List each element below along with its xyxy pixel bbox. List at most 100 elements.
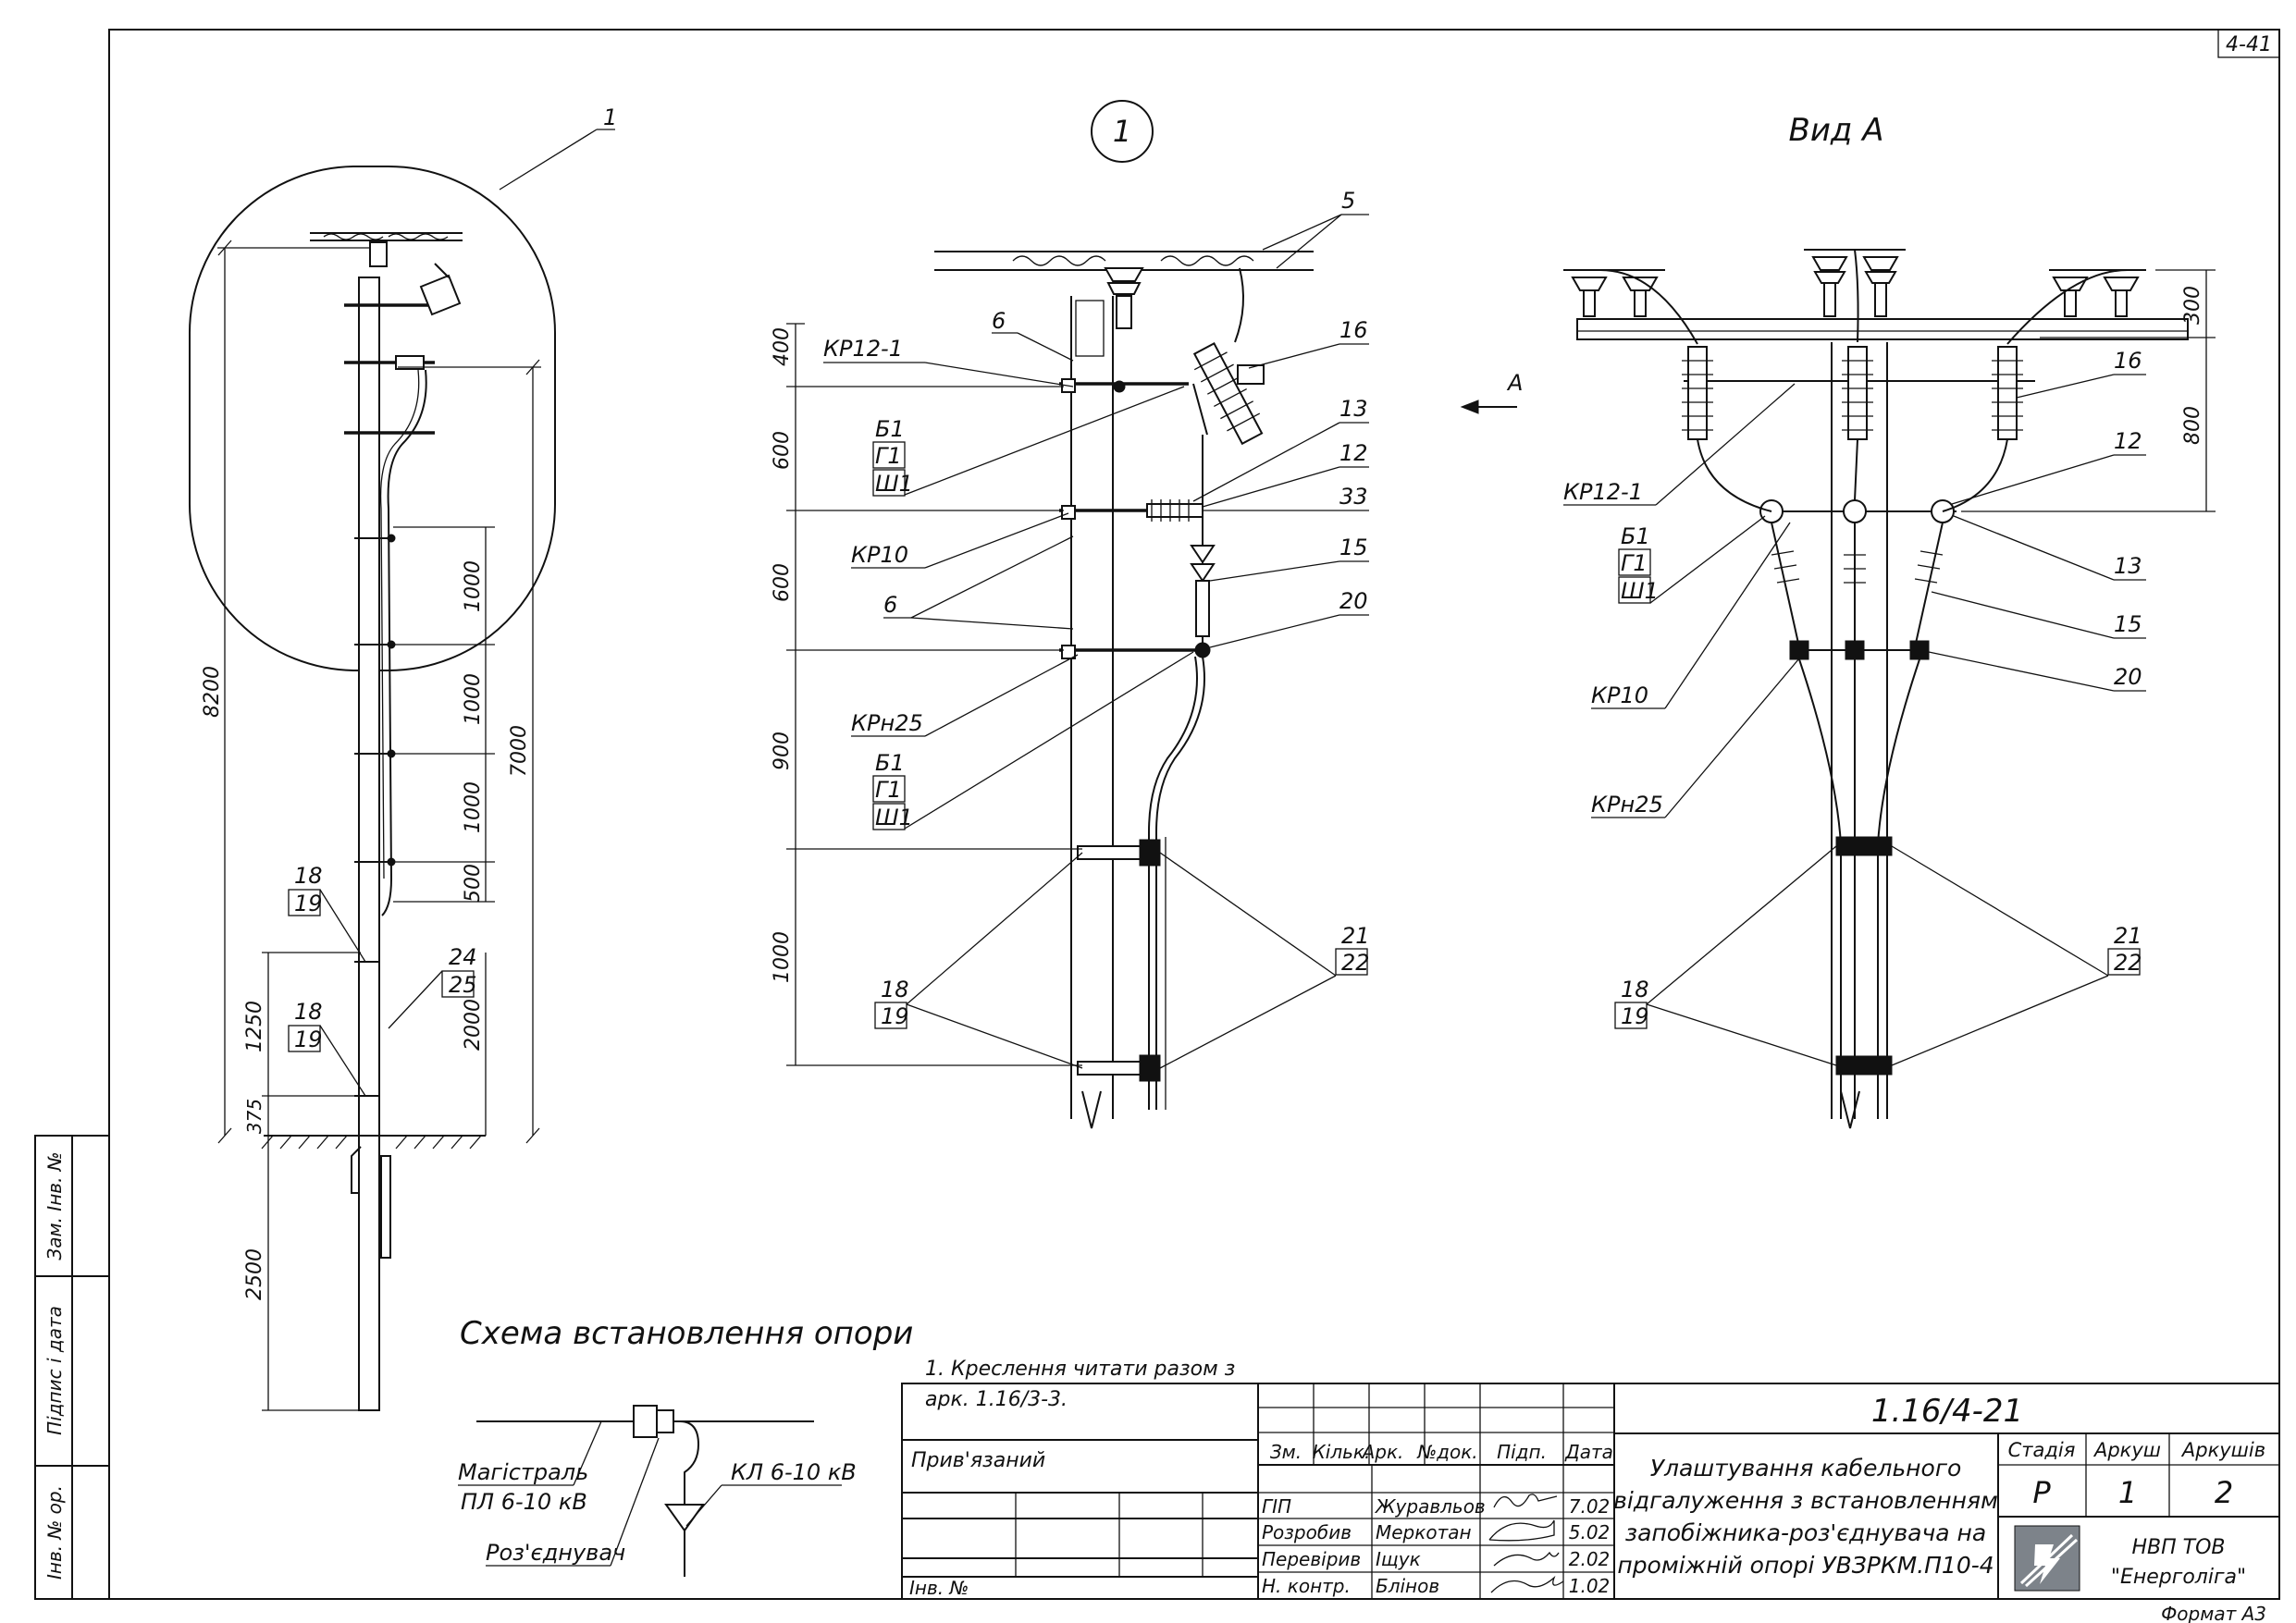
view-a-label-15: 15 [2114,611,2142,637]
left-pole-view: 1 [189,105,617,1411]
header-date: Дата [1564,1441,1613,1463]
inv-label: Інв. № [909,1577,969,1599]
description-line-3: запобіжника-роз'єднувача на [1625,1519,1986,1546]
view-a-label-kr10: КР10 [1591,682,1648,708]
side-stamp-sign-date: Підпис і дата [43,1306,66,1435]
tag-18-b: 18 [294,999,323,1025]
header-sign: Підп. [1497,1441,1547,1463]
title-row-1: ГІП Журавльов 7.02 [1262,1495,1610,1518]
detail-dim-400: 400 [771,327,794,366]
callout-number: 1 [603,105,617,130]
detail-label-krn25: КРн25 [851,710,923,736]
view-a-label-18: 18 [1621,977,1649,1002]
row-date: 5.02 [1569,1521,1611,1543]
corner-code: 4-41 [2226,33,2272,56]
detail-label-18: 18 [881,977,909,1002]
row-role: ГІП [1262,1495,1291,1518]
dim-1250: 1250 [243,1001,266,1052]
view-a-label-g1: Г1 [1621,550,1648,576]
drawing-code: 1.16/4-21 [1871,1393,2023,1430]
row-role: Розробив [1262,1521,1352,1543]
row-role: Перевірив [1262,1548,1361,1570]
view-a-label-13: 13 [2114,553,2142,579]
scheme-mains-1: Магістраль [458,1459,588,1485]
signature-4 [1490,1575,1564,1593]
company-line-1: НВП ТОВ [2131,1536,2225,1559]
dim-2000: 2000 [462,999,485,1051]
dim-2500: 2500 [243,1248,266,1300]
detail-label-12: 12 [1339,440,1368,466]
row-name: Іщук [1376,1548,1421,1570]
view-a-label-12: 12 [2114,428,2142,454]
row-name: Меркотан [1376,1521,1472,1543]
view-arrow-label: А [1506,370,1523,396]
dim-375: 375 [243,1099,265,1134]
view-a-dim-800: 800 [2181,406,2204,445]
detail-label-13: 13 [1339,396,1368,422]
detail-label-33: 33 [1339,484,1368,510]
tag-24: 24 [449,944,477,970]
detail-label-sh1: Ш1 [875,471,913,497]
detail-circle-label: 1 [1113,114,1131,149]
detail-dim-900: 900 [771,732,794,770]
title-row-2: Розробив Меркотан 5.02 [1262,1521,1610,1543]
row-date: 7.02 [1569,1495,1611,1518]
view-a-label-b1: Б1 [1621,523,1650,549]
note-line-2: арк. 1.16/3-3. [925,1388,1068,1411]
description-line-4: проміжній опорі УВЗРКМ.П10-4 [1617,1552,1994,1579]
sheet-value: 1 [2118,1475,2137,1510]
dim-spacing-4: 500 [462,864,485,903]
view-a-label-krn25: КРн25 [1591,792,1663,818]
dim-spacing-2: 1000 [462,673,485,725]
signature-2 [1488,1519,1555,1542]
title-row-3: Перевірив Іщук 2.02 [1262,1548,1610,1570]
dim-7000: 7000 [508,725,531,777]
dim-spacing-1: 1000 [462,560,485,612]
detail-label-20: 20 [1339,588,1368,614]
dim-spacing-3: 1000 [462,781,485,833]
view-a-label-21: 21 [2114,923,2142,949]
company-line-2: "Енерголіга" [2111,1566,2246,1589]
view-a-label-16: 16 [2114,348,2142,374]
header-qty: Кільк. [1313,1441,1371,1463]
detail-label-22: 22 [1341,950,1370,976]
tag-19-a: 19 [294,891,323,916]
sheet-label: Аркуш [2092,1439,2161,1461]
detail-label-16: 16 [1339,317,1368,343]
scheme-mains-2: ПЛ 6-10 кВ [461,1489,587,1515]
tag-18-a: 18 [294,863,323,889]
row-name: Блінов [1376,1575,1439,1597]
stage-label: Стадія [2008,1439,2076,1461]
row-date: 2.02 [1569,1548,1611,1570]
description-line-2: відгалуження з встановленням [1613,1487,1998,1514]
view-a: Вид А [1563,112,2216,1129]
sheets-value: 2 [2215,1475,2233,1510]
title-block: 1.16/4-21 Прив'язаний Інв. № Зм. Кільк. … [901,1383,2280,1600]
row-date: 1.02 [1569,1575,1611,1597]
view-a-label-19: 19 [1621,1003,1649,1029]
company-logo-icon [2014,1525,2080,1592]
installation-scheme: Схема встановлення опори Магістраль ПЛ 6… [458,1315,913,1577]
detail-label-kr12: КР12-1 [823,336,903,362]
view-a-label-20: 20 [2114,664,2142,690]
tag-25: 25 [449,972,477,998]
detail-label-b1: Б1 [875,416,905,442]
row-name: Журавльов [1374,1495,1486,1518]
description-line-1: Улаштування кабельного [1650,1455,1962,1482]
view-a-title: Вид А [1789,112,1884,149]
detail-label-15: 15 [1339,535,1368,560]
row-role: Н. контр. [1262,1575,1351,1597]
detail-label-sh1b: Ш1 [875,805,913,830]
side-stamp-inv-orig: Інв. № ор. [43,1485,66,1580]
signature-3 [1493,1551,1560,1567]
detail-dim-600b: 600 [771,563,794,602]
detail-label-19: 19 [881,1003,909,1029]
view-a-label-sh1: Ш1 [1621,578,1659,604]
detail-label-6a: 6 [992,308,1006,334]
detail-dim-600a: 600 [771,431,794,470]
detail-label-21: 21 [1341,923,1370,949]
header-sheet: Арк. [1361,1441,1404,1463]
callout-oval [189,166,556,671]
signature-1 [1493,1494,1558,1508]
